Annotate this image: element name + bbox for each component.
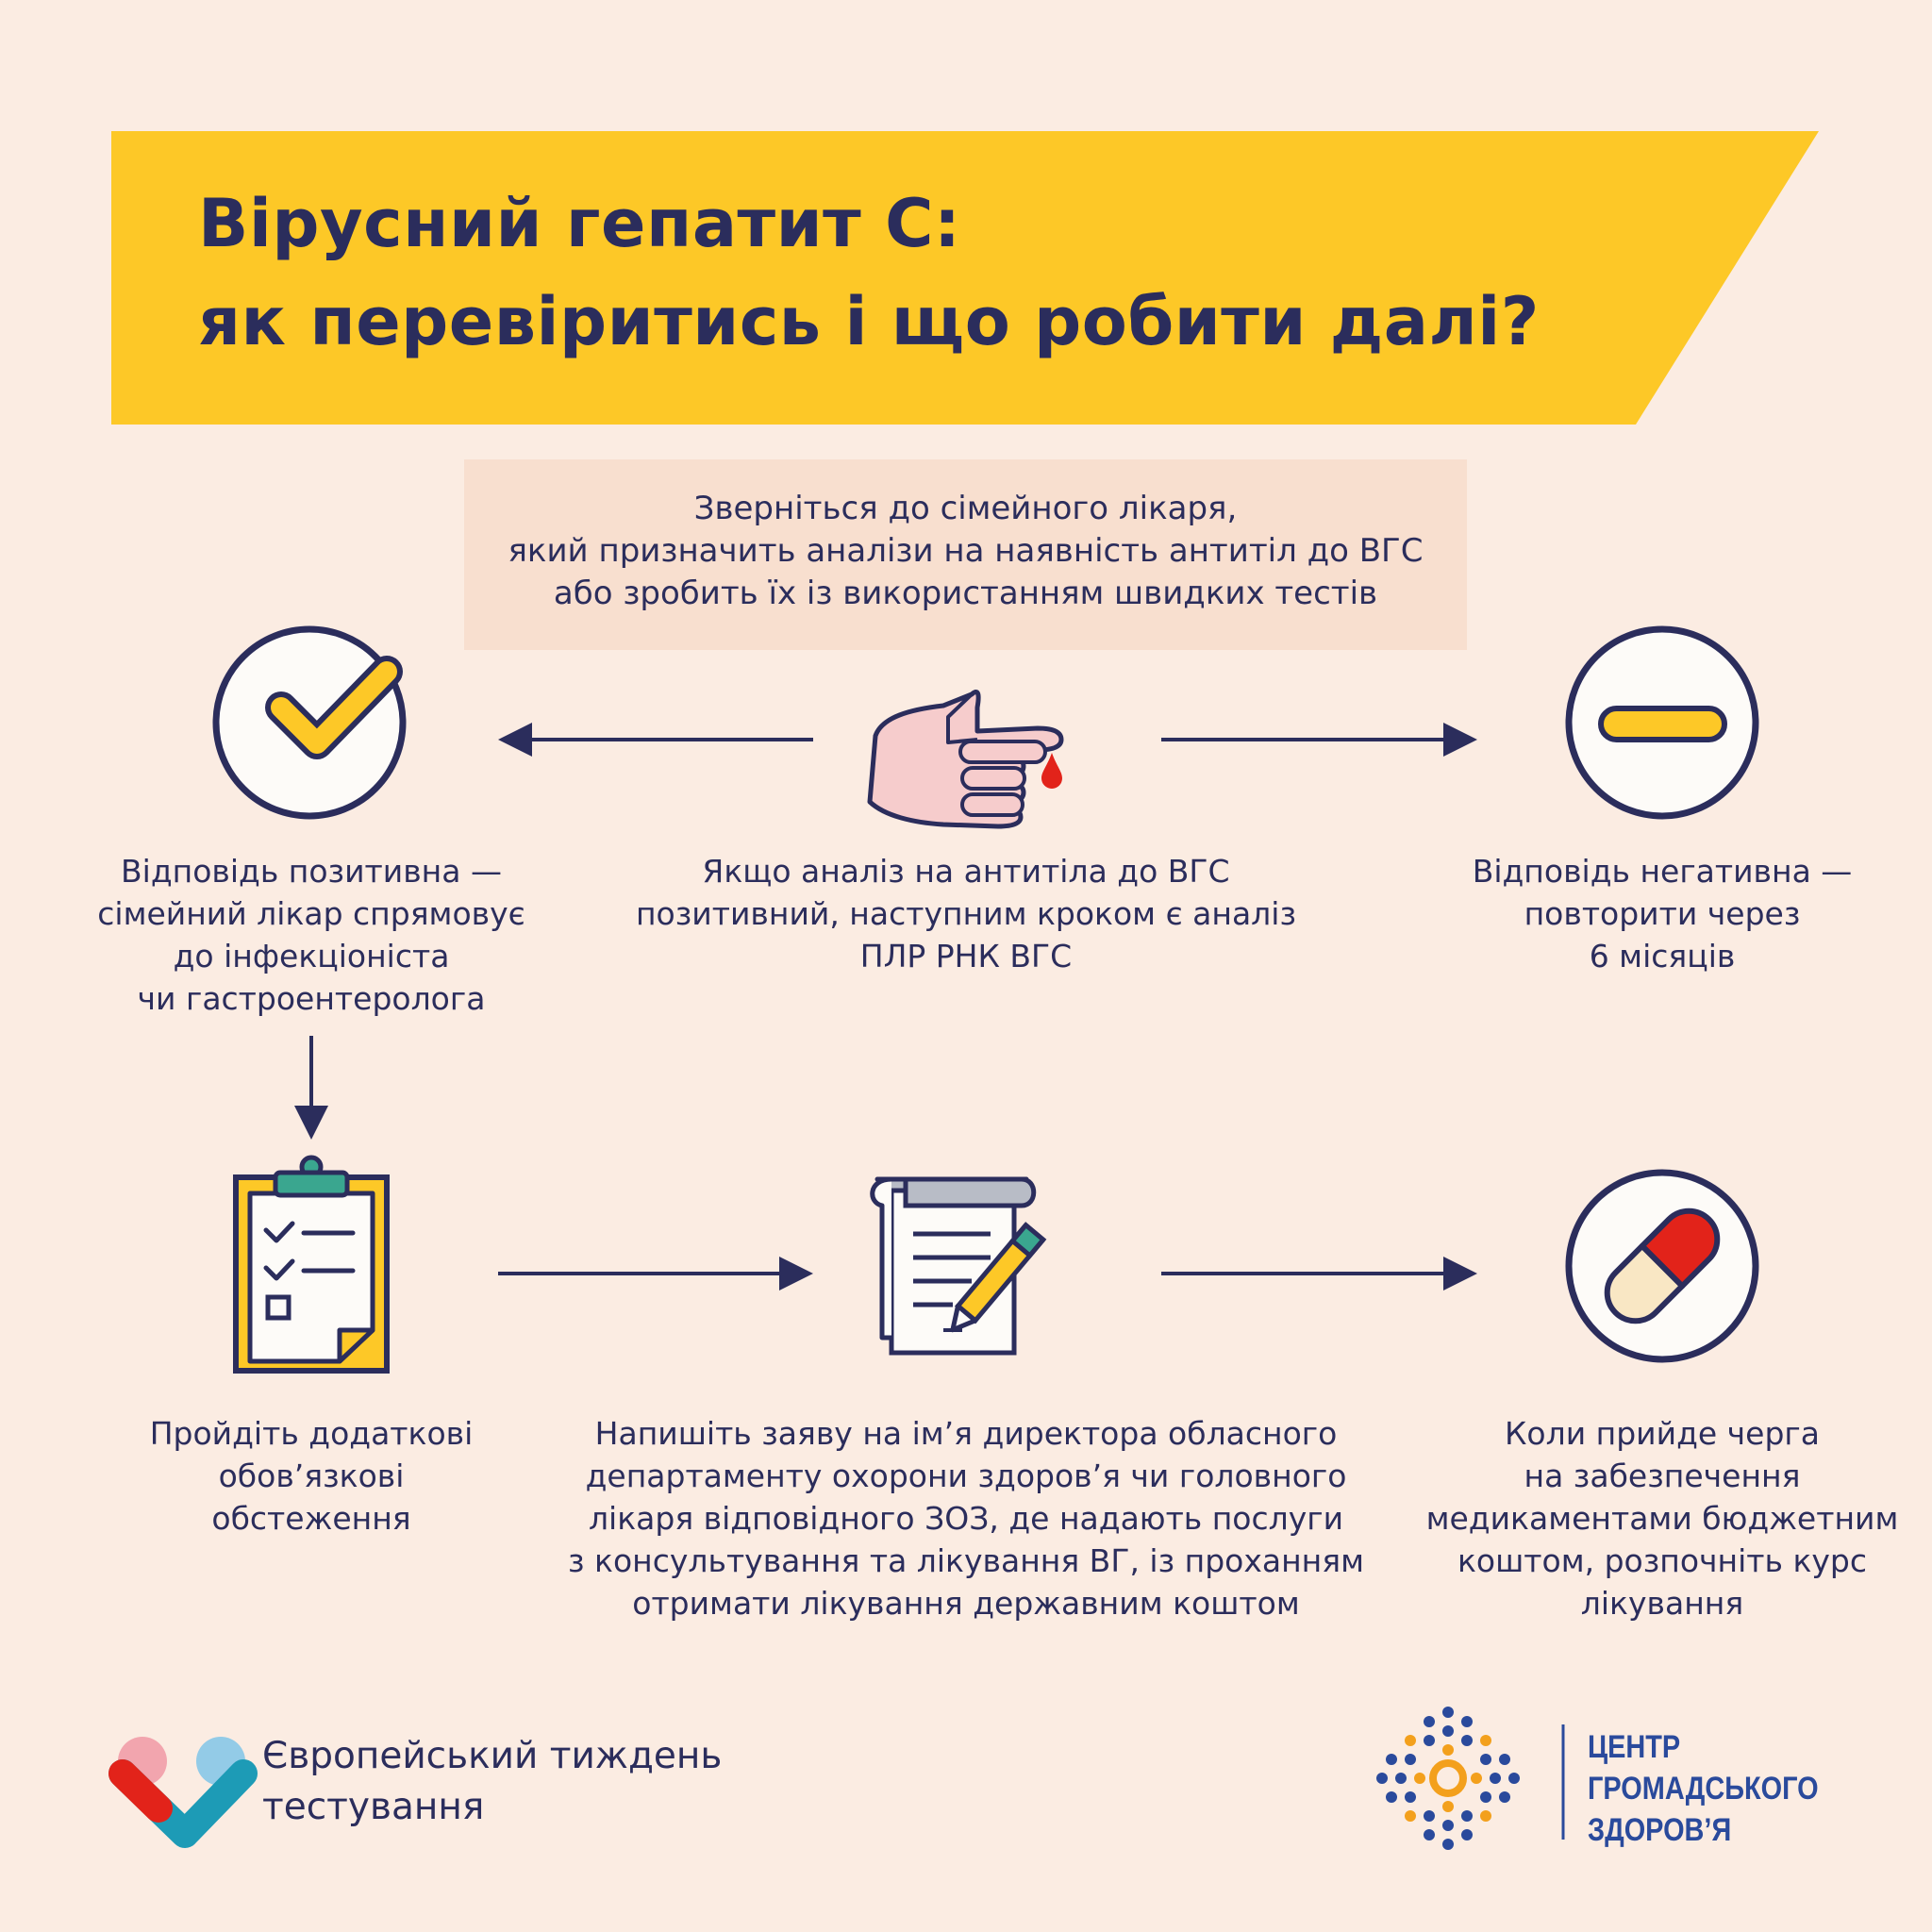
treatment-line-2: на забезпечення xyxy=(1524,1457,1801,1494)
exams-line-3: обстеження xyxy=(211,1500,411,1537)
pill-capsule-icon xyxy=(1565,1169,1759,1363)
positive-line-1: Відповідь позитивна — xyxy=(121,853,502,890)
footer-left-line-1: Європейський тиждень xyxy=(262,1735,723,1777)
negative-line-3: 6 місяців xyxy=(1589,938,1736,974)
minus-circle-icon xyxy=(1565,625,1759,820)
treatment-line-1: Коли прийде черга xyxy=(1505,1415,1820,1452)
footer-right-line-2: ГРОМАДСЬКОГО xyxy=(1588,1771,1819,1807)
intro-line-3: або зробить їх із використанням швидких … xyxy=(553,575,1378,612)
arrow-left xyxy=(498,723,813,757)
title-line-1: Вірусний гепатит С: xyxy=(198,185,961,262)
title-line-2: як перевіритись і що робити далі? xyxy=(198,283,1540,360)
application-line-2: департаменту охорони здоров’я чи головно… xyxy=(585,1457,1347,1494)
clipboard-checklist-icon xyxy=(233,1155,390,1374)
negative-line-2: повторити через xyxy=(1524,895,1801,932)
arrow-right-bottom-2 xyxy=(1161,1257,1477,1291)
application-line-4: з консультування та лікування ВГ, із про… xyxy=(568,1542,1364,1579)
test-step-text: Якщо аналіз на антитіла до ВГС позитивни… xyxy=(589,850,1343,977)
application-line-3: лікаря відповідного ЗОЗ, де надають посл… xyxy=(588,1500,1344,1537)
arrow-right-top xyxy=(1161,723,1477,757)
footer-left-line-2: тестування xyxy=(262,1786,485,1828)
public-health-center-logo xyxy=(1376,1707,1565,1850)
checkmark-circle-icon xyxy=(212,625,407,820)
application-text: Напишіть заяву на ім’я директора обласно… xyxy=(541,1412,1391,1624)
exams-line-1: Пройдіть додаткові xyxy=(149,1415,474,1452)
footer-right-line-1: ЦЕНТР xyxy=(1588,1729,1681,1765)
intro-line-2: який призначить аналізи на наявність ант… xyxy=(508,532,1424,570)
intro-box xyxy=(464,459,1467,650)
finger-blood-drop-icon xyxy=(867,690,1064,829)
application-line-5: отримати лікування державним коштом xyxy=(632,1585,1300,1622)
treatment-line-3: медикаментами бюджетним xyxy=(1425,1500,1899,1537)
page-title: Вірусний гепатит С: як перевіритись і що… xyxy=(198,175,1613,371)
positive-result-text: Відповідь позитивна — сімейний лікар спр… xyxy=(75,850,547,1020)
test-line-2: позитивний, наступним кроком є аналіз xyxy=(635,895,1296,932)
treatment-line-5: лікування xyxy=(1580,1585,1744,1622)
application-line-1: Напишіть заяву на ім’я директора обласно… xyxy=(594,1415,1338,1452)
treatment-line-4: коштом, розпочніть курс xyxy=(1457,1542,1867,1579)
intro-text: Зверніться до сімейного лікаря, який при… xyxy=(464,488,1467,615)
treatment-text: Коли прийде черга на забезпечення медика… xyxy=(1407,1412,1917,1624)
arrow-right-bottom-1 xyxy=(498,1257,813,1291)
test-line-3: ПЛР РНК ВГС xyxy=(859,938,1073,974)
negative-line-1: Відповідь негативна — xyxy=(1472,853,1853,890)
test-line-1: Якщо аналіз на антитіла до ВГС xyxy=(702,853,1230,890)
european-testing-week-logo xyxy=(108,1737,258,1848)
document-pen-icon xyxy=(870,1176,1047,1356)
positive-line-4: чи гастроентеролога xyxy=(137,980,486,1017)
negative-result-text: Відповідь негативна — повторити через 6 … xyxy=(1426,850,1898,977)
european-testing-week-label: Європейський тиждень тестування xyxy=(262,1731,722,1833)
positive-line-3: до інфекціоніста xyxy=(173,938,450,974)
public-health-center-label: ЦЕНТР ГРОМАДСЬКОГО ЗДОРОВ’Я xyxy=(1588,1726,1819,1851)
exams-line-2: обов’язкові xyxy=(218,1457,405,1494)
intro-line-1: Зверніться до сімейного лікаря, xyxy=(693,490,1238,527)
positive-line-2: сімейний лікар спрямовує xyxy=(97,895,525,932)
footer-right-line-3: ЗДОРОВ’Я xyxy=(1588,1812,1732,1848)
exams-text: Пройдіть додаткові обов’язкові обстеженн… xyxy=(75,1412,547,1540)
arrow-down xyxy=(294,1036,328,1140)
